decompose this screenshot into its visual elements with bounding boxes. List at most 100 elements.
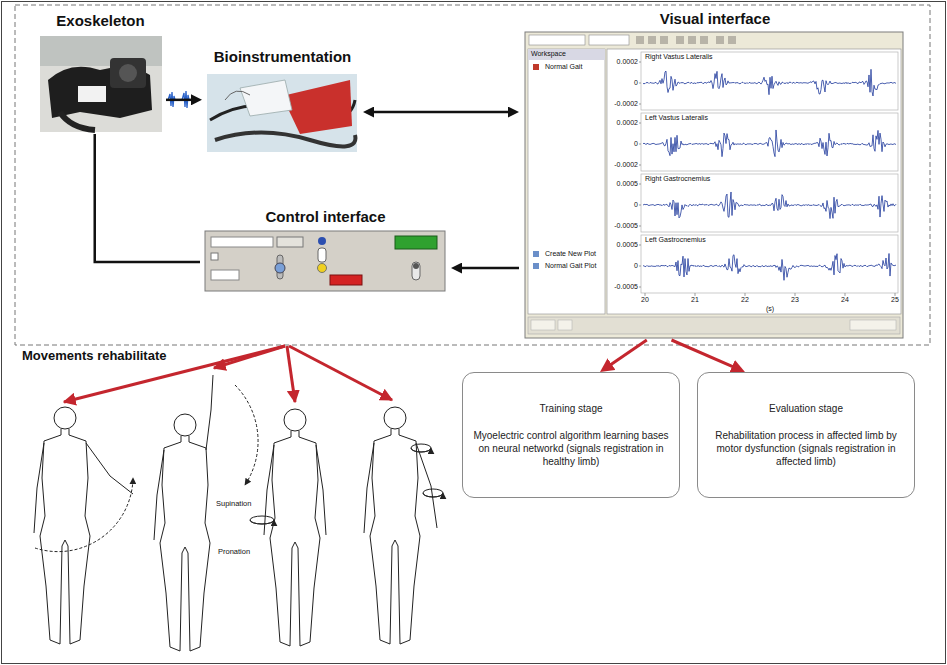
software-window-part [607, 49, 901, 314]
stage-box: Evaluation stageRehabilitation process i… [697, 372, 915, 498]
figure-arm-rotation-part [370, 407, 420, 644]
axis-tick-label: 0 [634, 262, 638, 270]
tree-item: Normal Gait Plot [545, 262, 596, 270]
software-window-part [533, 251, 539, 257]
plot-frame-part [641, 235, 898, 293]
axis-tick-part [639, 62, 641, 287]
plot-frame-part [641, 113, 898, 171]
emg-trace [643, 254, 896, 281]
figure-shoulder-swing-part [34, 443, 133, 533]
axis-tick [639, 62, 895, 296]
toolbar-icon-part [636, 36, 644, 44]
toolbar-icon-part [648, 36, 656, 44]
device-photo-node: Exoskeleton [35, 12, 166, 134]
movement-label: Supination [216, 500, 251, 509]
software-window-part [589, 35, 629, 45]
emg-trace [643, 69, 896, 96]
figure-arm-raise [154, 375, 258, 651]
figure-arm-rotation-part [423, 493, 443, 497]
axis-tick-label: -0.0002 [614, 100, 638, 108]
bioinstrumentation-photo-part [215, 133, 355, 147]
control-panel-part [275, 263, 285, 273]
exoskeleton-photo-part [48, 64, 152, 118]
control-panel-node: Control interface [200, 208, 451, 293]
axis-tick-label: 0 [634, 201, 638, 209]
bioinstrumentation-photo-part [282, 80, 352, 134]
figure-arm-raise-part [160, 414, 210, 651]
axis-tick-label: 23 [791, 296, 799, 304]
axis-tick-label: 0 [634, 79, 638, 87]
movement-label: Pronation [218, 548, 250, 557]
tree-item: Normal Gait [545, 63, 582, 71]
axis-tick-label: 24 [841, 296, 849, 304]
axis-tick-part [645, 293, 895, 296]
connector [458, 267, 519, 270]
emg-trace [643, 192, 896, 219]
exoskeleton-photo [40, 36, 162, 132]
section-label: Movements rehabilitate [22, 349, 167, 364]
control-panel-part [318, 264, 327, 273]
plot-title: Left Vastus Lateralis [645, 114, 708, 122]
software-window-part [850, 320, 896, 330]
tree-item: Create New Plot [545, 250, 596, 258]
axis-tick-label: (s) [766, 305, 774, 313]
toolbar-icon [636, 36, 736, 44]
axis-tick-label: 20 [641, 296, 649, 304]
figure-arm-rotation [364, 407, 443, 644]
component-title: Exoskeleton [35, 12, 166, 30]
bioinstrumentation-photo-part [240, 80, 292, 116]
figure-arm-rotation-part [411, 448, 431, 452]
axis-tick-label: 0.0002 [617, 58, 638, 66]
figure-arm-rotation-part [423, 489, 443, 497]
toolbar-icon-part [716, 36, 724, 44]
plot-frame [641, 52, 898, 293]
software-window-part [525, 32, 903, 338]
figure-shoulder-swing-part [35, 478, 133, 552]
axis-tick-label: 0.0005 [617, 180, 638, 188]
software-window-part [533, 263, 539, 269]
control-panel-part [412, 262, 420, 280]
control-panel-part [277, 237, 303, 247]
connector [166, 99, 195, 102]
exoskeleton-photo-part [60, 112, 95, 130]
figure-shoulder-swing-part [40, 407, 90, 644]
software-window-part [558, 320, 572, 330]
stage-title: Training stage [540, 402, 603, 415]
software-window [525, 32, 903, 338]
emg-trace [643, 130, 896, 157]
connector [370, 111, 513, 114]
toolbar-icon-part [676, 36, 684, 44]
control-panel [205, 231, 445, 291]
figure-arm-rotation-part [411, 444, 431, 452]
toolbar-icon-part [728, 36, 736, 44]
tree-header: Workspace [531, 50, 566, 58]
component-title: Control interface [200, 208, 451, 226]
toolbar-icon-part [700, 36, 708, 44]
axis-tick-label: -0.0002 [614, 161, 638, 169]
control-panel-part [330, 275, 362, 285]
control-panel-part [318, 248, 326, 262]
exoskeleton-photo-part [110, 58, 146, 88]
axis-tick-label: 22 [741, 296, 749, 304]
stage-title: Evaluation stage [769, 402, 843, 415]
plot-title: Right Gastrocnemius [645, 175, 710, 183]
exoskeleton-photo-part [40, 36, 162, 132]
software-window-part [531, 320, 555, 330]
connector [607, 340, 647, 367]
axis-tick-label: -0.0005 [614, 222, 638, 230]
emg-traces [643, 69, 896, 280]
software-window-part [528, 49, 605, 60]
stage-description: Myoelectric control algorithm learning b… [473, 429, 669, 468]
stage-box: Training stageMyoelectric control algori… [462, 372, 680, 498]
exoskeleton-photo-part [119, 64, 137, 82]
axis-tick-label: 0.0002 [617, 119, 638, 127]
control-panel-part [211, 253, 218, 260]
figure-forearm-rotation [250, 409, 326, 646]
figure-arm-rotation-part [364, 443, 437, 533]
plot-title: Right Vastus Lateralis [645, 53, 713, 61]
figure-forearm-rotation-part [250, 516, 274, 524]
